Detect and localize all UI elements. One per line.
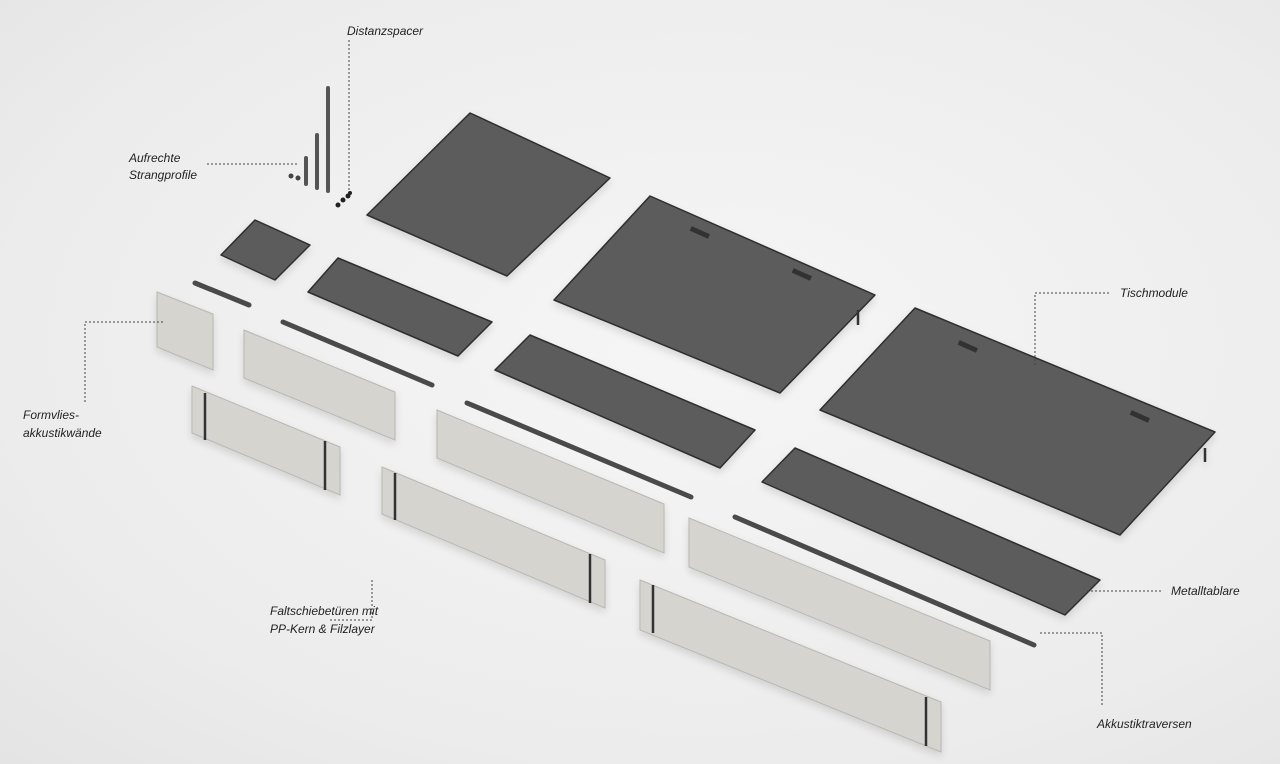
label-formvlies-line2: akkustikwände [23, 426, 102, 440]
acoustic-wall [243, 329, 396, 441]
acoustic-traverses [192, 280, 1037, 648]
leader-lines [84, 40, 1162, 707]
label-distanzspacer: Distanzspacer [347, 24, 424, 38]
table-top-square-small [220, 219, 311, 281]
shelf-long-right [761, 447, 1101, 616]
sliding-door [381, 466, 606, 609]
label-metalltablare: Metalltablare [1171, 584, 1240, 598]
table-top-large-right [819, 307, 1216, 536]
label-akkustiktraversen: Akkustiktraversen [1097, 717, 1192, 731]
acoustic-wall-small [156, 291, 214, 371]
felt-panels [156, 291, 991, 753]
distance-spacers [335, 191, 352, 208]
metal-shelves [307, 257, 1101, 616]
shelf-long [494, 334, 756, 469]
label-formvlies-line1: Formvlies- [23, 408, 79, 422]
sliding-door [191, 385, 341, 496]
sliding-door [639, 579, 942, 753]
acoustic-wall [688, 517, 991, 691]
table-modules [220, 112, 1216, 536]
table-top-square-large [366, 112, 611, 277]
shelf-medium [307, 257, 493, 357]
label-strangprofile-line1: Aufrechte [129, 151, 181, 165]
table-top-large-mid [553, 195, 876, 394]
label-faltschiebe-line2: PP-Kern & Filzlayer [270, 622, 375, 636]
label-tischmodule: Tischmodule [1120, 286, 1188, 300]
upright-profiles [288, 86, 330, 193]
label-faltschiebe-line1: Faltschiebetüren mit [270, 604, 379, 618]
acoustic-wall [436, 409, 665, 554]
label-strangprofile-line2: Strangprofile [129, 168, 198, 182]
